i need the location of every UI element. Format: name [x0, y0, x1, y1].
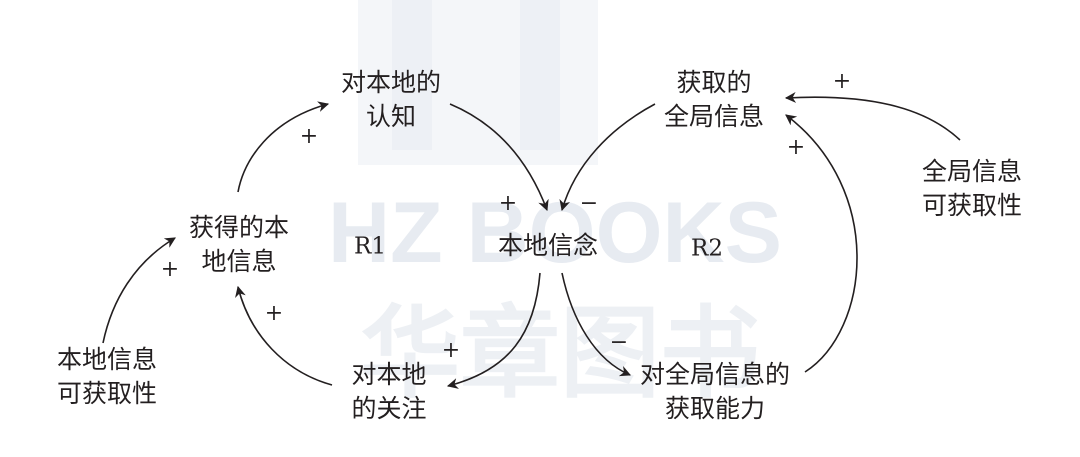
node-local-belief: 本地信念: [498, 229, 598, 263]
node-local-attention-line-1: 对本地: [351, 360, 427, 389]
arrow-capability-to-globalinfo: [785, 114, 858, 373]
loop-label-r1: R1: [354, 233, 386, 260]
node-acquired-local-info: 获得的本 地信息: [189, 211, 289, 279]
node-global-info-availability: 全局信息 可获取性: [922, 155, 1022, 223]
node-global-info-capability: 对全局信息的 获取能力: [640, 358, 790, 426]
node-global-info-availability-line-1: 全局信息: [921, 157, 1023, 186]
sign-global-availability-to-globalinfo: +: [832, 69, 852, 94]
loop-label-r2: R2: [691, 235, 723, 262]
node-global-info-capability-line-1: 对全局信息的: [639, 360, 791, 389]
sign-capability-to-globalinfo: +: [786, 135, 806, 160]
arrow-global-availability-to-globalinfo: [784, 91, 961, 141]
node-local-info-availability: 本地信息 可获取性: [57, 343, 157, 411]
node-local-cognition-line-1: 对本地的: [340, 68, 442, 97]
arrow-belief-to-attention: [446, 272, 541, 389]
sign-availability-to-acquired: +: [160, 257, 180, 282]
arrow-attention-to-acquired: [235, 285, 333, 386]
node-local-attention-line-2: 的关注: [351, 394, 427, 423]
node-acquired-global-info: 获取的 全局信息: [664, 66, 764, 134]
arrow-cognition-to-belief: [449, 103, 549, 212]
node-local-cognition: 对本地的 认知: [341, 66, 441, 134]
node-acquired-local-info-line-2: 地信息: [201, 247, 277, 276]
node-acquired-global-info-line-2: 全局信息: [663, 102, 765, 131]
watermark-chinese: 华章图书: [360, 295, 760, 412]
sign-belief-to-capability: −: [609, 330, 629, 355]
sign-attention-to-acquired: +: [264, 301, 284, 326]
arrow-belief-to-capability: [561, 272, 632, 377]
node-local-info-availability-line-2: 可获取性: [56, 379, 158, 408]
node-global-info-capability-line-2: 获取能力: [664, 394, 766, 423]
node-acquired-local-info-line-1: 获得的本: [188, 213, 290, 242]
arrow-availability-to-acquired: [102, 237, 176, 344]
sign-globalinfo-to-belief: −: [579, 191, 599, 216]
arrow-acquired-to-cognition: [237, 101, 330, 193]
sign-acquired-to-cognition: +: [299, 124, 319, 149]
arrow-globalinfo-to-belief: [559, 103, 656, 212]
node-local-cognition-line-2: 认知: [365, 102, 417, 131]
node-local-belief-label: 本地信念: [497, 231, 599, 260]
sign-cognition-to-belief: +: [498, 191, 518, 216]
sign-belief-to-attention: +: [441, 338, 461, 363]
node-acquired-global-info-line-1: 获取的: [676, 68, 752, 97]
watermark-latin: HZ BOOKS: [328, 185, 782, 281]
node-local-info-availability-line-1: 本地信息: [56, 345, 158, 374]
node-global-info-availability-line-2: 可获取性: [921, 191, 1023, 220]
node-local-attention: 对本地 的关注: [351, 358, 426, 426]
